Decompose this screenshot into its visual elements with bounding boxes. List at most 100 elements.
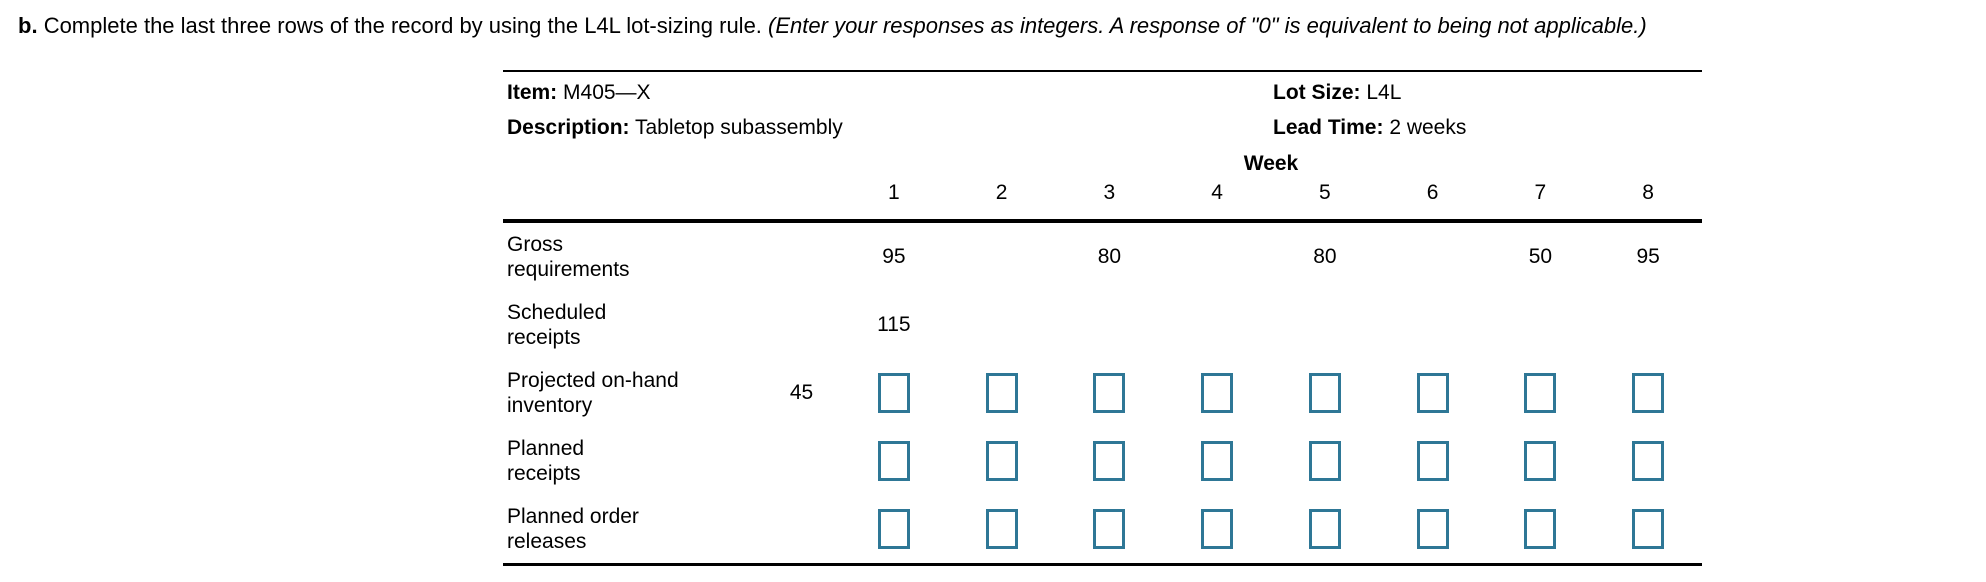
gross-req-w1: 95 [882, 245, 906, 268]
header-divider [503, 219, 1702, 223]
week-header: Week [1243, 152, 1299, 175]
item-value: M405—X [563, 81, 651, 104]
cell [948, 373, 1056, 413]
week-number-1: 1 [888, 181, 900, 204]
cell [840, 373, 948, 413]
planned-order-releases-input-w4[interactable] [1201, 509, 1234, 549]
description-line: Description: Tabletop subassembly [507, 116, 843, 140]
planned-receipts-input-w2[interactable] [985, 441, 1018, 481]
gross-req-w5: 80 [1313, 245, 1337, 268]
table-bottom-border [503, 563, 1702, 566]
row-label-line1: Planned order [507, 505, 639, 528]
planned-receipts-input-w7[interactable] [1524, 441, 1557, 481]
lot-size-value: L4L [1366, 81, 1402, 104]
gross-req-w3: 80 [1097, 245, 1122, 268]
table-row-gross-requirements: Gross requirements 95 80 80 50 95 [503, 223, 1702, 291]
row-label: Planned receipts [503, 436, 763, 486]
week-numbers-row: 1 2 3 4 5 6 7 8 [840, 181, 1702, 205]
week-number-5: 5 [1319, 181, 1331, 204]
cell [1379, 373, 1487, 413]
cell [1271, 441, 1379, 481]
planned-receipts-input-w1[interactable] [877, 441, 910, 481]
projected-inventory-input-w6[interactable] [1416, 373, 1449, 413]
projected-inventory-input-w2[interactable] [985, 373, 1018, 413]
planned-receipts-input-w6[interactable] [1416, 441, 1449, 481]
planned-receipts-input-w8[interactable] [1632, 441, 1665, 481]
table-row-planned-receipts: Planned receipts [503, 427, 1702, 495]
initial-on-hand-value: 45 [789, 381, 814, 404]
projected-inventory-input-w8[interactable] [1632, 373, 1665, 413]
sched-rec-w1: 115 [877, 313, 911, 336]
problem-instruction: b. Complete the last three rows of the r… [18, 12, 1968, 40]
week-number-2: 2 [995, 181, 1008, 204]
lot-size-label: Lot Size: [1273, 81, 1361, 104]
row-label-line2: releases [507, 530, 587, 553]
cell [1056, 441, 1164, 481]
row-label: Scheduled receipts [503, 300, 763, 350]
instruction-note: (Enter your responses as integers. A res… [768, 13, 1647, 38]
planned-receipts-input-w3[interactable] [1093, 441, 1126, 481]
gross-req-w8: 95 [1636, 245, 1660, 268]
instruction-text: Complete the last three rows of the reco… [43, 13, 762, 38]
lot-size-line: Lot Size: L4L [1273, 81, 1401, 105]
table-row-scheduled-receipts: Scheduled receipts 115 [503, 291, 1702, 359]
cell [1056, 373, 1164, 413]
instruction-prefix: b. [18, 13, 38, 38]
item-label: Item: [507, 81, 558, 104]
cell [1379, 509, 1487, 549]
week-number-6: 6 [1426, 181, 1439, 204]
row-label-line1: Projected on-hand [507, 369, 679, 392]
cell [1594, 509, 1702, 549]
row-label-line2: requirements [507, 258, 630, 281]
planned-order-releases-input-w1[interactable] [877, 509, 910, 549]
planned-order-releases-input-w7[interactable] [1524, 509, 1557, 549]
cell [1056, 509, 1164, 549]
table-row-planned-order-releases: Planned order releases [503, 495, 1702, 563]
projected-inventory-input-w7[interactable] [1524, 373, 1557, 413]
cell [1487, 441, 1595, 481]
row-label: Projected on-hand inventory [503, 368, 763, 418]
planned-order-releases-input-w3[interactable] [1093, 509, 1126, 549]
record-rows: Gross requirements 95 80 80 50 95 Schedu… [503, 223, 1702, 563]
week-number-7: 7 [1534, 181, 1547, 204]
planned-order-releases-input-w5[interactable] [1308, 509, 1341, 549]
lead-time-label: Lead Time: [1273, 116, 1384, 139]
row-label-line1: Planned [507, 437, 585, 460]
description-label: Description: [507, 116, 630, 139]
cell [1379, 441, 1487, 481]
cell [1163, 373, 1271, 413]
planned-receipts-input-w5[interactable] [1308, 441, 1341, 481]
projected-inventory-input-w5[interactable] [1308, 373, 1341, 413]
cell [840, 441, 948, 481]
week-number-4: 4 [1211, 181, 1223, 204]
planned-order-releases-input-w8[interactable] [1632, 509, 1665, 549]
row-label-line1: Gross [507, 233, 564, 256]
gross-req-w7: 50 [1528, 245, 1553, 268]
projected-inventory-input-w1[interactable] [877, 373, 910, 413]
row-label-line2: receipts [507, 326, 581, 349]
cell [948, 441, 1056, 481]
cell [1594, 373, 1702, 413]
lead-time-line: Lead Time: 2 weeks [1273, 116, 1466, 140]
table-row-projected-on-hand: Projected on-hand inventory 45 [503, 359, 1702, 427]
row-label-line1: Scheduled [507, 301, 607, 324]
planned-order-releases-input-w2[interactable] [985, 509, 1018, 549]
cell [1271, 373, 1379, 413]
row-label: Planned order releases [503, 504, 763, 554]
cell [1271, 509, 1379, 549]
row-label: Gross requirements [503, 232, 763, 282]
cell [1163, 441, 1271, 481]
projected-inventory-input-w4[interactable] [1201, 373, 1234, 413]
cell [1487, 373, 1595, 413]
planned-receipts-input-w4[interactable] [1201, 441, 1234, 481]
projected-inventory-input-w3[interactable] [1093, 373, 1126, 413]
row-label-line2: inventory [507, 394, 593, 417]
description-value: Tabletop subassembly [634, 116, 843, 139]
cell [1487, 509, 1595, 549]
planned-order-releases-input-w6[interactable] [1416, 509, 1449, 549]
item-line: Item: M405—X [507, 81, 651, 105]
cell [948, 509, 1056, 549]
week-number-3: 3 [1103, 181, 1116, 204]
week-number-8: 8 [1642, 181, 1654, 204]
row-label-line2: receipts [507, 462, 581, 485]
